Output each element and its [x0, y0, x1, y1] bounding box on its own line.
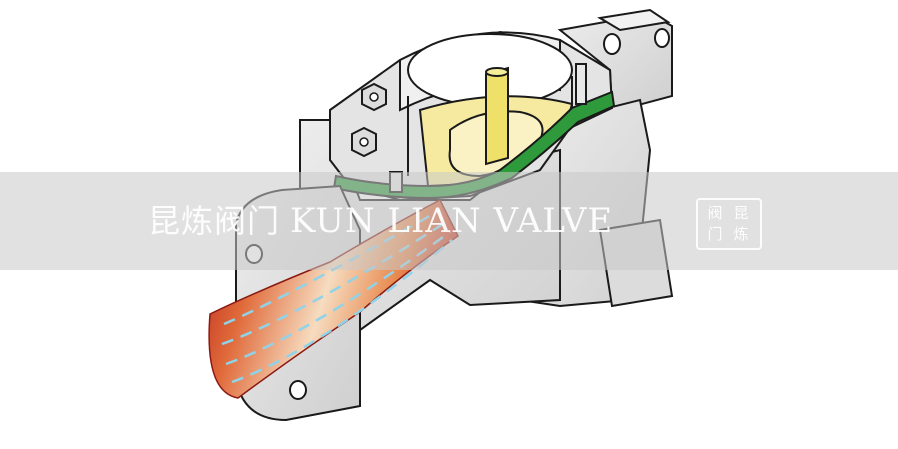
- seal-char: 阀: [707, 204, 723, 222]
- bonnet-bolt-nut: [351, 126, 377, 158]
- seal-char: 昆: [733, 204, 749, 222]
- watermark-seal: 阀 昆 门 炼: [696, 198, 762, 250]
- valve-stem: [485, 66, 509, 166]
- seal-char: 炼: [733, 225, 749, 243]
- bolt-hole: [603, 33, 621, 55]
- seal-char: 门: [707, 225, 723, 243]
- watermark-en: KUN LIAN VALVE: [290, 201, 614, 241]
- watermark-cn: 昆炼阀门: [148, 202, 281, 240]
- watermark-band: [0, 172, 898, 270]
- bolt-hole: [654, 28, 670, 48]
- bonnet-bolt-nut: [361, 82, 387, 112]
- bolt-hole: [289, 380, 307, 400]
